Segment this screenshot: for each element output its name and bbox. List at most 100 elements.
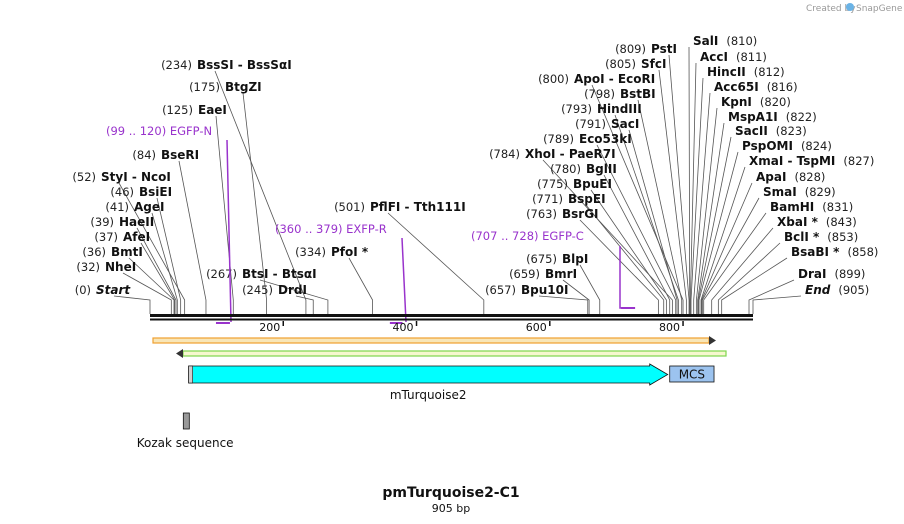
enzyme-label-drdi[interactable]: (245)DrdI bbox=[242, 283, 307, 297]
cut-site-bcli[interactable] bbox=[717, 242, 781, 314]
enzyme-label-acc65i[interactable]: (816)Acc65I bbox=[714, 80, 798, 94]
cut-site-acci[interactable] bbox=[689, 62, 697, 314]
enzyme-label-styi-ncoi[interactable]: (52)StyI - NcoI bbox=[72, 170, 170, 184]
enzyme-label-sacii[interactable]: (823)SacII bbox=[735, 124, 807, 138]
cut-site-mspa1i[interactable] bbox=[697, 122, 725, 314]
feature-kozak-sequence[interactable]: Kozak sequence bbox=[137, 412, 234, 450]
cut-site-saci[interactable] bbox=[628, 129, 678, 314]
cut-site-bglii[interactable] bbox=[603, 174, 671, 314]
cut-site-haeii[interactable] bbox=[136, 227, 177, 314]
primer-egfp-n[interactable]: (99 .. 120) EGFP-N bbox=[106, 124, 232, 324]
enzyme-label-apai[interactable]: (828)ApaI bbox=[756, 170, 825, 184]
enzyme-label-bpuei[interactable]: (775)BpuEI bbox=[537, 177, 612, 191]
primer-egfp-c[interactable]: (707 .. 728) EGFP-C bbox=[471, 229, 636, 309]
enzyme-label-end[interactable]: (905)End bbox=[805, 283, 869, 297]
enzyme-label-kpni[interactable]: (820)KpnI bbox=[721, 95, 791, 109]
cut-site-hincii[interactable] bbox=[690, 77, 704, 314]
enzyme-label-sfci[interactable]: (805)SfcI bbox=[605, 57, 666, 71]
cut-site-sfci[interactable] bbox=[658, 69, 687, 314]
enzyme-label-bseri[interactable]: (84)BseRI bbox=[132, 148, 199, 162]
enzyme-label-btgzi[interactable]: (175)BtgZI bbox=[189, 80, 262, 94]
cut-site-bseri[interactable] bbox=[178, 160, 207, 314]
cut-site-bsssi-bsss-i[interactable] bbox=[214, 70, 307, 314]
cut-site-start[interactable] bbox=[113, 295, 151, 314]
enzyme-label-apoi-ecori[interactable]: (800)ApoI - EcoRI bbox=[538, 72, 655, 86]
enzyme-label-bsrgi[interactable]: (763)BsrGI bbox=[526, 207, 598, 221]
cut-site-apai[interactable] bbox=[701, 182, 753, 314]
enzyme-label-pspomi[interactable]: (824)PspOMI bbox=[742, 139, 832, 153]
cut-site-xhoi-paer7i[interactable] bbox=[542, 159, 673, 314]
enzyme-label-blpi[interactable]: (675)BlpI bbox=[526, 252, 588, 266]
enzyme-label-bspei[interactable]: (771)BspEI bbox=[532, 192, 605, 206]
cut-site-xmai-tspmi[interactable] bbox=[700, 166, 746, 314]
cut-site-styi-ncoi[interactable] bbox=[118, 182, 186, 314]
cut-site-bmti[interactable] bbox=[128, 257, 175, 314]
enzyme-label-saci[interactable]: (791)SacI bbox=[575, 117, 639, 131]
enzyme-label-eco53ki[interactable]: (789)Eco53kI bbox=[543, 132, 632, 146]
enzyme-label-smai[interactable]: (829)SmaI bbox=[763, 185, 836, 199]
enzyme-label-bmri[interactable]: (659)BmrI bbox=[509, 267, 577, 281]
enzyme-label-btsi-bts-i[interactable]: (267)BtsI - BtsαI bbox=[206, 267, 317, 281]
cut-site-eco53ki[interactable] bbox=[596, 144, 677, 314]
cut-site-drai[interactable] bbox=[748, 279, 795, 314]
enzyme-label-hincii[interactable]: (812)HincII bbox=[707, 65, 785, 79]
cut-site-acc65i[interactable] bbox=[693, 92, 711, 314]
feature-mturquoise2[interactable]: mTurquoise2 bbox=[188, 363, 669, 402]
orf-reverse[interactable] bbox=[176, 349, 727, 358]
cut-site-end[interactable] bbox=[752, 295, 802, 314]
enzyme-label-bsiei[interactable]: (46)BsiEI bbox=[110, 185, 172, 199]
cut-site-pfoi[interactable] bbox=[348, 257, 373, 314]
enzyme-label-drai[interactable]: (899)DraI bbox=[798, 267, 865, 281]
enzyme-label-afei[interactable]: (37)AfeI bbox=[94, 230, 150, 244]
enzyme-label-bmti[interactable]: (36)BmtI bbox=[82, 245, 142, 259]
cut-site-agei[interactable] bbox=[151, 212, 178, 314]
enzyme-label-pfoi[interactable]: (334)PfoI * bbox=[295, 245, 369, 259]
enzyme-label-haeii[interactable]: (39)HaeII bbox=[90, 215, 154, 229]
cut-site-bsiei[interactable] bbox=[156, 197, 182, 314]
feature-mcs[interactable]: MCS bbox=[669, 365, 715, 383]
enzyme-label-bpu10i[interactable]: (657)Bpu10I bbox=[485, 283, 568, 297]
enzyme-label-xbai[interactable]: (843)XbaI * bbox=[777, 215, 857, 229]
enzyme-label-bamhi[interactable]: (831)BamHI bbox=[770, 200, 853, 214]
enzyme-label-xhoi-paer7i[interactable]: (784)XhoI - PaeR7I bbox=[489, 147, 616, 161]
cut-site-afei[interactable] bbox=[140, 242, 176, 314]
enzyme-label-bglii[interactable]: (780)BglII bbox=[550, 162, 617, 176]
enzyme-label-mspa1i[interactable]: (822)MspA1I bbox=[728, 110, 817, 124]
cut-site-sali[interactable] bbox=[688, 46, 691, 314]
cut-site-apoi-ecori[interactable] bbox=[591, 84, 684, 314]
cut-site-sacii[interactable] bbox=[697, 136, 732, 314]
cut-site-pspomi[interactable] bbox=[698, 151, 739, 314]
enzyme-label-psti[interactable]: (809)PstI bbox=[615, 42, 677, 56]
enzyme-label-agei[interactable]: (41)AgeI bbox=[105, 200, 164, 214]
primer-exfp-r[interactable]: (360 .. 379) EXFP-R bbox=[275, 222, 407, 324]
cut-site-bspei[interactable] bbox=[585, 204, 665, 314]
cut-site-bamhi[interactable] bbox=[703, 212, 767, 314]
cut-site-xbai[interactable] bbox=[711, 227, 774, 314]
enzyme-label-sali[interactable]: (810)SalI bbox=[693, 34, 757, 48]
cut-site-bsabi[interactable] bbox=[721, 257, 788, 314]
enzyme-label-nhei[interactable]: (32)NheI bbox=[76, 260, 136, 274]
enzyme-label-pflfi-tth111i[interactable]: (501)PflFI - Tth111I bbox=[334, 200, 466, 214]
cut-site-pflfi-tth111i[interactable] bbox=[387, 212, 485, 314]
cut-site-drdi[interactable] bbox=[295, 295, 314, 314]
enzyme-label-start[interactable]: (0)Start bbox=[75, 283, 132, 297]
cut-site-bmri[interactable] bbox=[562, 279, 590, 314]
cut-site-bpu10i[interactable] bbox=[538, 295, 589, 314]
cut-site-bsrgi[interactable] bbox=[579, 219, 659, 314]
cut-site-bpuei[interactable] bbox=[590, 189, 667, 314]
enzyme-label-bcli[interactable]: (853)BclI * bbox=[784, 230, 858, 244]
cut-site-btsi-bts-i[interactable] bbox=[259, 279, 329, 314]
enzyme-label-eaei[interactable]: (125)EaeI bbox=[162, 103, 227, 117]
cut-site-hindiii[interactable] bbox=[614, 114, 679, 314]
enzyme-label-bsabi[interactable]: (858)BsaBI * bbox=[791, 245, 878, 259]
cut-site-smai[interactable] bbox=[701, 197, 760, 314]
enzyme-label-bstbi[interactable]: (798)BstBI bbox=[584, 87, 656, 101]
cut-site-nhei[interactable] bbox=[122, 272, 172, 314]
enzyme-label-acci[interactable]: (811)AccI bbox=[700, 50, 767, 64]
enzyme-label-hindiii[interactable]: (793)HindIII bbox=[561, 102, 642, 116]
enzyme-label-bsssi-bsss-i[interactable]: (234)BssSI - BssSαI bbox=[161, 58, 292, 72]
cut-site-kpni[interactable] bbox=[695, 107, 718, 314]
cut-site-eaei[interactable] bbox=[215, 115, 234, 314]
enzyme-label-xmai-tspmi[interactable]: (827)XmaI - TspMI bbox=[749, 154, 874, 168]
cut-site-bstbi[interactable] bbox=[637, 99, 683, 314]
